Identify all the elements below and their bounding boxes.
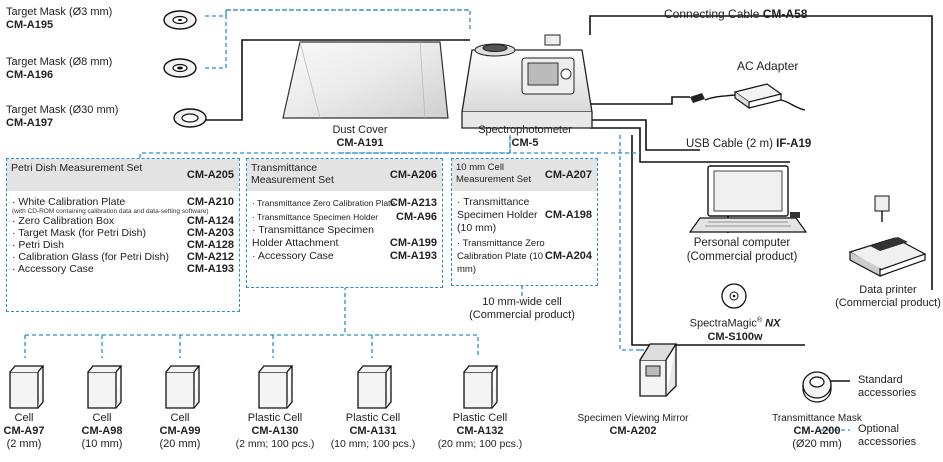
petri-dish-set-box: Petri Dish Measurement Set CM-A205 · Whi…	[6, 158, 240, 312]
target-mask-3mm-label: Target Mask (Ø3 mm)CM-A195	[6, 6, 113, 31]
target-mask-disc-icon	[173, 108, 207, 128]
software-cd-icon	[721, 283, 747, 309]
spectrophotometer-icon	[461, 34, 593, 129]
software-label: SpectraMagic® NX CM-S100w	[689, 317, 781, 343]
cell-icons	[9, 365, 499, 409]
legend-optional-label: Optional accessories	[858, 423, 917, 448]
optional-lines	[24, 9, 654, 365]
cell-set-item: · Transmittance Specimen Holder (10 mm)C…	[457, 196, 592, 234]
cell-measurement-set-box: 10 mm Cell Measurement Set CM-A207 · Tra…	[451, 158, 598, 286]
personal-computer-icon	[688, 165, 808, 233]
ac-adapter-icon	[690, 83, 806, 111]
petri-item: · Target Mask (for Petri Dish)CM-A203	[12, 227, 234, 239]
transmittance-set-header: Transmittance Measurement Set CM-A206	[247, 159, 442, 191]
dust-cover-icon	[282, 41, 449, 119]
target-mask-8mm-label: Target Mask (Ø8 mm)CM-A196	[6, 56, 113, 81]
data-printer-icon	[848, 195, 927, 277]
ac-adapter-label: AC Adapter	[737, 59, 799, 73]
connecting-cable-label: Connecting Cable CM-A58	[664, 7, 808, 21]
wide-cell-label: 10 mm-wide cell(Commercial product)	[469, 296, 575, 321]
transmittance-set-box: Transmittance Measurement Set CM-A206 · …	[246, 158, 443, 288]
petri-dish-set-header: Petri Dish Measurement Set CM-A205	[7, 159, 239, 191]
trans-item: · Transmittance Specimen Holder Attachme…	[252, 224, 437, 249]
target-mask-disc-icon	[163, 10, 197, 30]
petri-item: · Calibration Glass (for Petri Dish)CM-A…	[12, 251, 234, 263]
cell-set-item: · Transmittance Zero Calibration Plate (…	[457, 238, 592, 275]
standard-lines	[205, 15, 933, 346]
target-mask-disc-icon	[163, 58, 197, 78]
target-mask-30mm-label: Target Mask (Ø30 mm)CM-A197	[6, 104, 119, 129]
usb-cable-label: USB Cable (2 m) IF-A19	[686, 138, 812, 150]
legend-standard-label: Standard accessories	[858, 374, 917, 399]
cell-set-header: 10 mm Cell Measurement Set CM-A207	[452, 159, 597, 191]
personal-computer-label: Personal computer(Commercial product)	[686, 237, 798, 263]
data-printer-label: Data printer(Commercial product)	[835, 284, 941, 309]
specimen-viewing-mirror-icon	[639, 343, 678, 397]
transmittance-mask-icon	[802, 371, 832, 403]
